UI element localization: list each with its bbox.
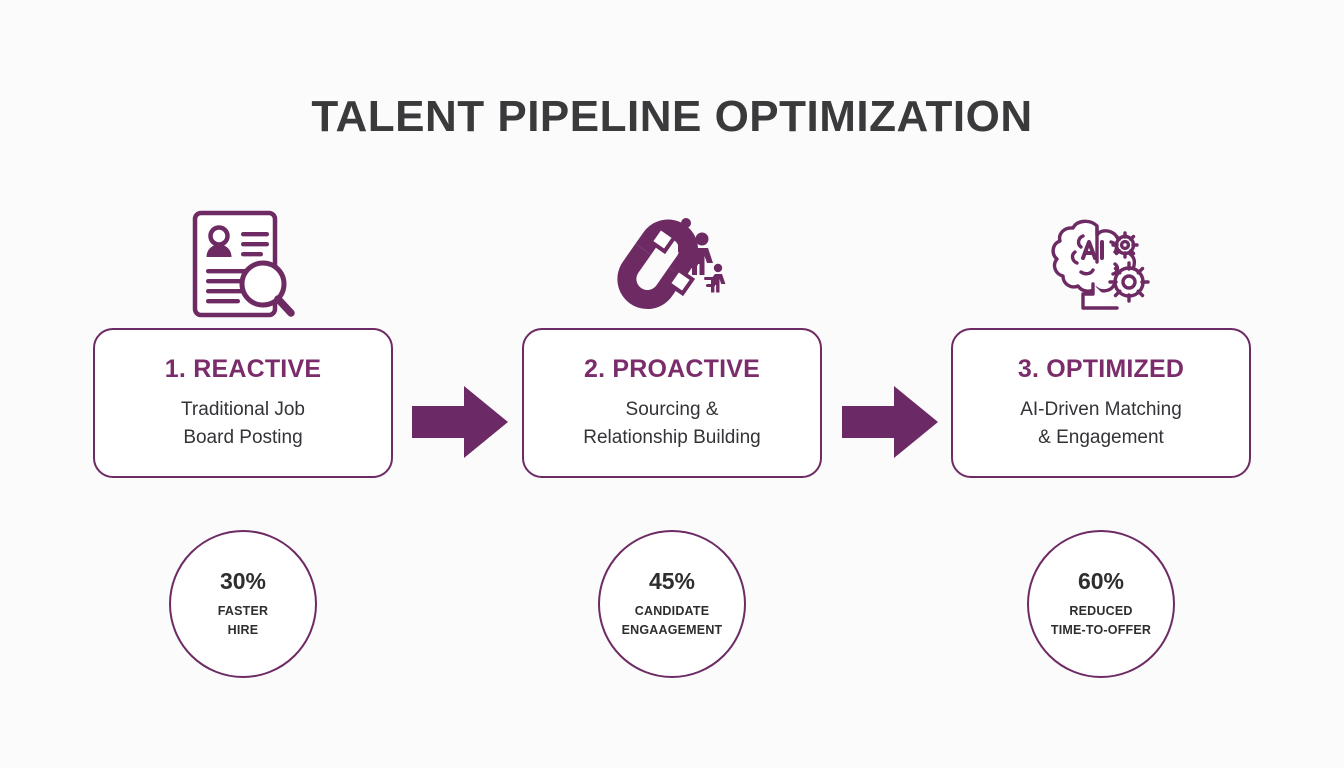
stage-column-3: 3. OPTIMIZED AI-Driven Matching & Engage… [951,200,1251,678]
stage-title: 3. OPTIMIZED [1017,354,1185,383]
stat-label: FASTER HIRE [217,604,269,637]
stat-value: 30% [219,568,267,594]
stage-column-1: 1. REACTIVE Traditional Job Board Postin… [93,200,393,678]
stage-card-optimized[interactable]: 3. OPTIMIZED AI-Driven Matching & Engage… [951,328,1251,478]
stage-card-reactive[interactable]: 1. REACTIVE Traditional Job Board Postin… [93,328,393,478]
stage-description: AI-Driven Matching & Engagement [1020,398,1182,448]
right-arrow-icon [842,383,938,461]
stage-description: Sourcing & Relationship Building [583,398,761,448]
ai-brain-gears-icon [951,200,1251,328]
stat-circle-faster-hire[interactable]: 30% FASTER HIRE [169,530,317,678]
stat-wrap-1: 30% FASTER HIRE [93,530,393,678]
stat-wrap-3: 60% REDUCED TIME-TO-OFFER [951,530,1251,678]
stat-circle-reduced-time-to-offer[interactable]: 60% REDUCED TIME-TO-OFFER [1027,530,1175,678]
right-arrow-icon [412,383,508,461]
stat-value: 45% [648,568,696,594]
stat-value: 60% [1077,568,1125,594]
stage-column-2: 2. PROACTIVE Sourcing & Relationship Bui… [522,200,822,678]
stat-circle-candidate-engagement[interactable]: 45% CANDIDATE ENGAAGEMENT [598,530,746,678]
stage-card-proactive[interactable]: 2. PROACTIVE Sourcing & Relationship Bui… [522,328,822,478]
stat-label: REDUCED TIME-TO-OFFER [1050,604,1152,637]
stage-title: 1. REACTIVE [164,354,322,383]
page-title: TALENT PIPELINE OPTIMIZATION [311,92,1033,141]
stage-description: Traditional Job Board Posting [181,398,305,448]
resume-search-icon [93,200,393,328]
magnet-talent-icon [522,200,822,328]
stat-label: CANDIDATE ENGAAGEMENT [621,604,723,637]
stage-title: 2. PROACTIVE [583,354,761,383]
stat-wrap-2: 45% CANDIDATE ENGAAGEMENT [522,530,822,678]
